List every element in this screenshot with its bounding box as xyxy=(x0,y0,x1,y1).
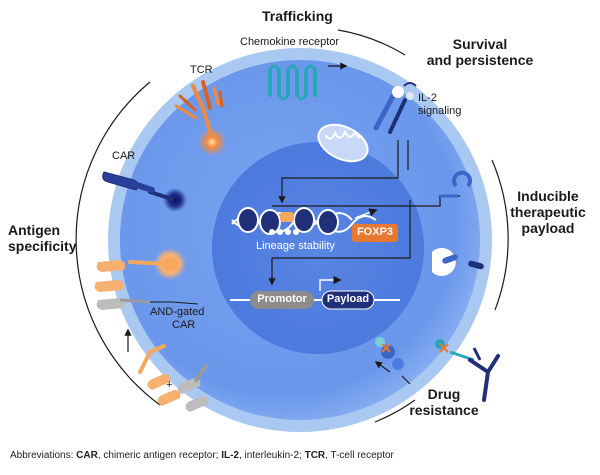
survival-arc xyxy=(337,29,406,56)
drug-resistance-arc xyxy=(374,399,416,423)
label-antigen-specificity: Antigen specificity xyxy=(8,222,76,254)
label-chemokine-receptor: Chemokine receptor xyxy=(240,36,340,48)
antigen-specificity-arc xyxy=(75,81,161,406)
footnote-abbr-car: CAR xyxy=(76,450,98,461)
label-drug-resistance: Drug resistance xyxy=(404,386,484,418)
il2-signal-path xyxy=(278,140,399,204)
inducible-signal-path-3 xyxy=(272,200,411,259)
antigen-receptor-icon xyxy=(94,248,199,310)
chromatin-icon xyxy=(231,207,378,235)
label-and-gated-car: AND-gated CAR xyxy=(150,306,204,331)
footnote-text-il2: , interleukin-2; xyxy=(239,450,305,461)
label-il2-line1: IL-2 xyxy=(418,92,437,104)
footnote-abbr-il2: IL-2 xyxy=(221,450,239,461)
footnote-abbr-tcr: TCR xyxy=(304,450,326,461)
promotor-box xyxy=(250,291,314,309)
footnote-text-tcr: , T-cell receptor xyxy=(325,450,394,461)
label-drug-line1: Drug xyxy=(427,386,461,402)
label-il2: IL-2 signaling xyxy=(418,92,461,117)
label-antigen-line2: specificity xyxy=(8,238,77,255)
il2-receptor-icon xyxy=(373,82,417,134)
label-survival-line1: Survival xyxy=(452,36,508,52)
inducible-receptor-icon xyxy=(440,170,472,198)
abbreviations-footnote: Abbreviations: CAR, chimeric antigen rec… xyxy=(10,450,394,461)
transcription-arrow xyxy=(319,275,342,291)
label-survival: Survival and persistence xyxy=(420,36,540,68)
label-and-gated-line2: CAR xyxy=(172,318,196,331)
secretion-icon xyxy=(432,248,484,276)
label-inducible-payload: Inducible therapeutic payload xyxy=(500,188,596,236)
chemokine-receptor-icon xyxy=(268,64,317,101)
footnote-prefix: Abbreviations: xyxy=(10,450,77,461)
label-inducible-line1: Inducible xyxy=(517,188,579,204)
label-foxp3: FOXP3 xyxy=(356,226,394,238)
label-and-gated-line1: AND-gated xyxy=(150,306,205,318)
label-promotor: Promotor xyxy=(257,293,307,305)
label-inducible-line2: therapeutic xyxy=(510,204,586,221)
footnote-text-car: , chimeric antigen receptor; xyxy=(97,450,222,461)
car-icon xyxy=(102,171,187,212)
label-survival-line2: and persistence xyxy=(426,52,534,69)
inducible-payload-arc xyxy=(491,159,509,311)
drug-resistance-icon xyxy=(374,337,500,402)
label-inducible-line3: payload xyxy=(521,220,575,237)
label-il2-line2: signaling xyxy=(418,104,462,117)
and-gated-car-icon: + xyxy=(124,328,209,412)
payload-box xyxy=(321,290,375,310)
label-payload: Payload xyxy=(326,293,370,305)
label-antigen-line1: Antigen xyxy=(8,222,61,238)
svg-text:+: + xyxy=(166,379,172,391)
foxp3-box xyxy=(352,224,398,242)
label-lineage-stability: Lineage stability xyxy=(256,240,335,252)
tcr-icon xyxy=(174,80,226,156)
label-trafficking: Trafficking xyxy=(262,8,333,24)
mitochondrion-icon xyxy=(317,123,369,163)
label-drug-line2: resistance xyxy=(409,402,479,419)
label-car: CAR xyxy=(112,150,136,162)
label-tcr: TCR xyxy=(190,64,213,76)
